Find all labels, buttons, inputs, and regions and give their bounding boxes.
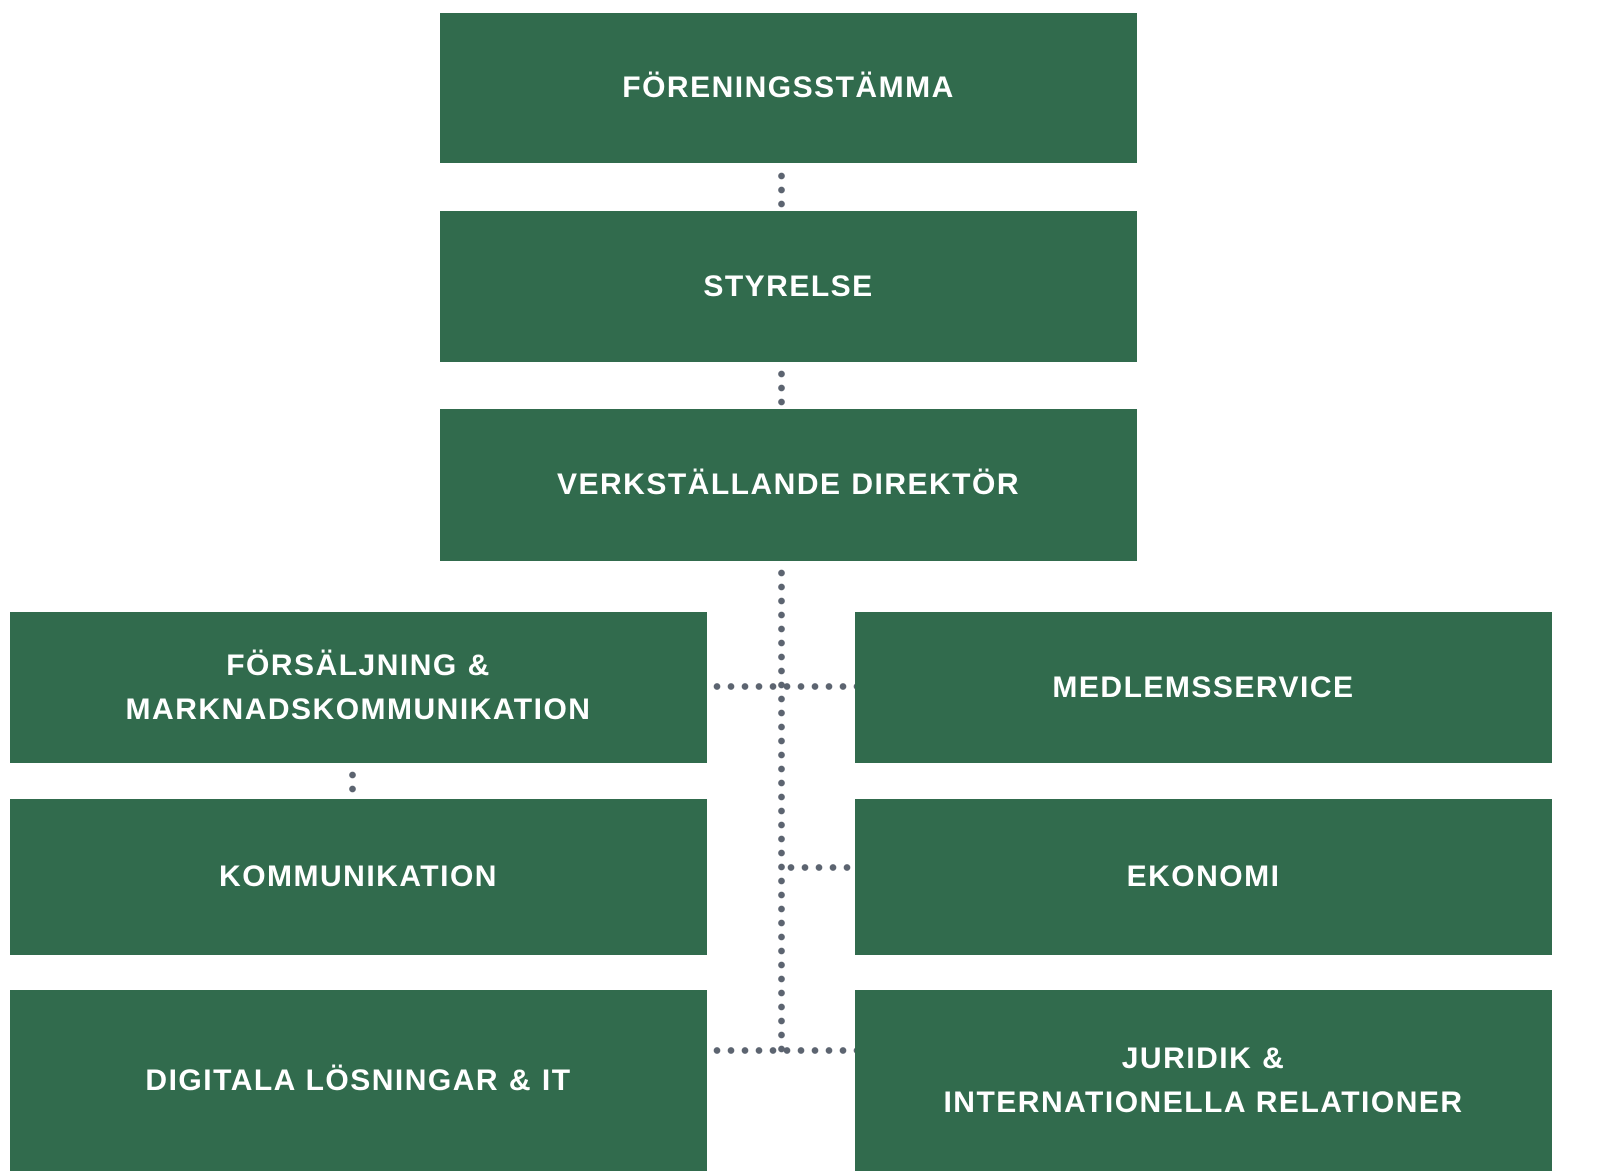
- connector-foreningsstamma-styrelse: [778, 166, 785, 210]
- node-styrelse: STYRELSE: [440, 211, 1137, 362]
- connector-row1-horizontal: [707, 683, 855, 690]
- node-juridik-internationella-relationer: JURIDIK & INTERNATIONELLA RELATIONER: [855, 990, 1552, 1171]
- node-label: JURIDIK & INTERNATIONELLA RELATIONER: [943, 1042, 1464, 1119]
- connector-forsaljning-kommunikation: [349, 765, 356, 798]
- node-label: DIGITALA LÖSNINGAR & IT: [145, 1063, 572, 1097]
- node-foreningsstamma: FÖRENINGSSTÄMMA: [440, 13, 1137, 163]
- node-label: VERKSTÄLLANDE DIREKTÖR: [556, 468, 1020, 502]
- node-label: FÖRENINGSSTÄMMA: [622, 71, 955, 105]
- node-medlemsservice: MEDLEMSSERVICE: [855, 612, 1552, 763]
- connector-vd-trunk: [778, 563, 785, 1055]
- connector-row2-horizontal: [781, 864, 855, 871]
- node-forsaljning-marknadskommunikation: FÖRSÄLJNING & MARKNADSKOMMUNIKATION: [10, 612, 707, 763]
- node-label: STYRELSE: [703, 269, 874, 303]
- connector-row3-horizontal: [707, 1047, 855, 1054]
- node-digitala-losningar-it: DIGITALA LÖSNINGAR & IT: [10, 990, 707, 1171]
- node-ekonomi: EKONOMI: [855, 799, 1552, 955]
- node-label: EKONOMI: [1126, 860, 1281, 894]
- connector-styrelse-vd: [778, 364, 785, 408]
- node-label: KOMMUNIKATION: [219, 860, 498, 894]
- node-label: FÖRSÄLJNING & MARKNADSKOMMUNIKATION: [125, 649, 592, 726]
- node-kommunikation: KOMMUNIKATION: [10, 799, 707, 955]
- node-verkstallande-direktor: VERKSTÄLLANDE DIREKTÖR: [440, 409, 1137, 561]
- node-label: MEDLEMSSERVICE: [1052, 670, 1355, 704]
